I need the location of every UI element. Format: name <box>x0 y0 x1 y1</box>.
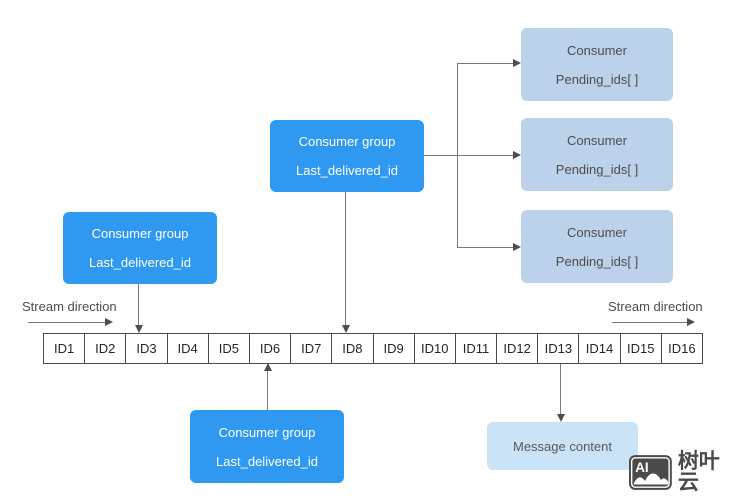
stream-cell: ID7 <box>291 334 333 363</box>
consumer-group-subtitle: Last_delivered_id <box>89 255 191 270</box>
consumer-title: Consumer <box>567 42 627 58</box>
stream-cell: ID15 <box>621 334 662 363</box>
consumer-box-2: Consumer Pending_ids[ ] <box>521 118 673 191</box>
arrow-trunk-to-consumer-2 <box>457 151 521 159</box>
stream-cell: ID12 <box>497 334 539 363</box>
consumer-subtitle: Pending_ids[ ] <box>555 161 639 177</box>
stream-cell: ID9 <box>374 334 415 363</box>
consumer-group-box-left: Consumer group Last_delivered_id <box>63 212 217 284</box>
arrow-id13-to-message-content <box>556 364 565 422</box>
stream-cell: ID4 <box>168 334 209 363</box>
consumer-group-subtitle: Last_delivered_id <box>216 453 318 469</box>
watermark-ai-text: AI <box>635 460 648 475</box>
stream-direction-label-left: Stream direction <box>22 299 117 314</box>
consumer-group-title: Consumer group <box>91 226 189 241</box>
stream-cell: ID16 <box>668 341 696 356</box>
watermark-mountain-shape <box>633 472 669 485</box>
arrow-middle-group-to-id8 <box>341 192 350 333</box>
consumer-subtitle: Pending_ids[ ] <box>555 253 639 269</box>
stream-cell: ID6 <box>250 334 292 363</box>
watermark: AI 树叶云 <box>629 451 734 493</box>
consumer-title: Consumer <box>567 132 627 148</box>
stream-cell: ID2 <box>85 334 127 363</box>
message-content-label: Message content <box>512 438 612 454</box>
arrow-trunk-to-consumer-1 <box>457 59 521 67</box>
consumer-title: Consumer <box>567 224 627 240</box>
stream-cell: ID1 <box>44 334 86 363</box>
stream-cell: ID8 <box>332 334 374 363</box>
consumer-group-subtitle: Last_delivered_id <box>296 163 398 178</box>
arrow-trunk-to-consumer-3 <box>457 243 521 251</box>
stream-direction-arrow-right <box>612 318 695 326</box>
stream-cell: ID3 <box>126 334 168 363</box>
stream-direction-arrow-left <box>28 318 113 326</box>
stream-cell: ID5 <box>209 334 250 363</box>
consumer-subtitle: Pending_ids[ ] <box>555 71 639 87</box>
arrow-bottom-group-to-id6 <box>263 363 272 410</box>
stream-cell: ID14 <box>579 334 621 363</box>
stream-direction-label-right: Stream direction <box>608 299 703 314</box>
consumer-group-title: Consumer group <box>298 134 396 149</box>
stream-cell: ID13 <box>538 334 580 363</box>
consumer-group-title: Consumer group <box>218 424 316 440</box>
connector-group-to-trunk <box>424 155 457 156</box>
watermark-brand-text: 树叶云 <box>677 450 720 494</box>
consumer-group-box-middle: Consumer group Last_delivered_id <box>270 120 424 192</box>
arrow-left-group-to-id3 <box>134 283 143 333</box>
message-content-box: Message content <box>487 422 638 470</box>
watermark-image-icon: AI <box>629 454 672 490</box>
stream-cell: ID11 <box>456 334 498 363</box>
consumer-group-box-bottom: Consumer group Last_delivered_id <box>190 410 344 483</box>
stream-id-row: ID1 ID2 ID3 ID4 ID5 ID6 ID7 ID8 ID9 ID10… <box>43 333 703 364</box>
consumer-box-1: Consumer Pending_ids[ ] <box>521 28 673 101</box>
stream-cell: ID10 <box>415 334 456 363</box>
consumer-box-3: Consumer Pending_ids[ ] <box>521 210 673 283</box>
